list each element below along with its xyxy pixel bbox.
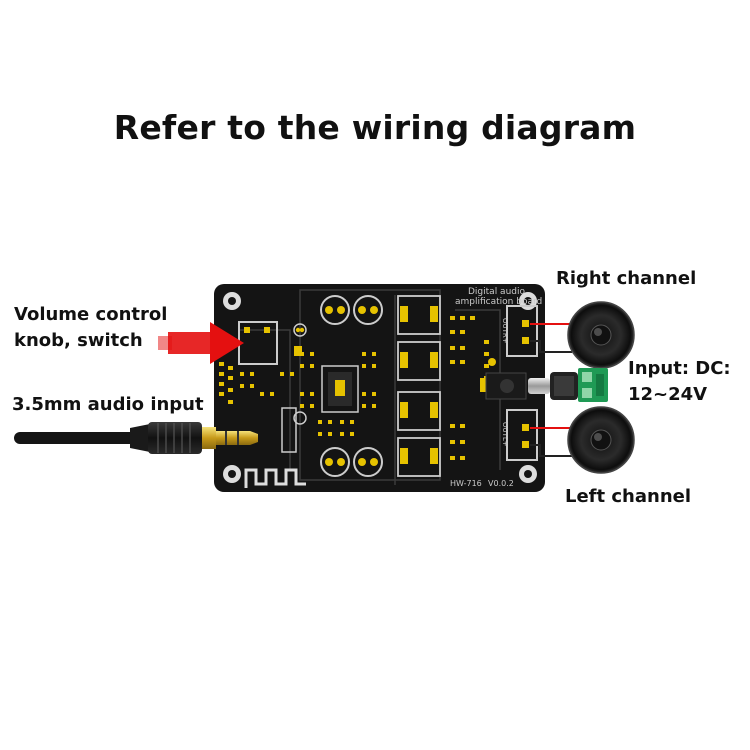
left-speaker-terminal — [506, 409, 538, 461]
volume-label-line1: Volume control — [14, 304, 168, 325]
right-speaker-terminal — [506, 305, 538, 357]
volume-label-line2: knob, switch — [14, 330, 143, 351]
bluetooth-antenna — [244, 468, 306, 488]
volume-control-label: Volume control knob, switch — [14, 302, 204, 354]
board-model: HW-716 — [450, 479, 482, 488]
speaker-wires — [530, 323, 572, 457]
audio-input-label: 3.5mm audio input — [12, 394, 204, 415]
capacitor-top-left — [320, 295, 350, 325]
dc-plug-icon — [528, 368, 608, 402]
audio-plug-icon — [14, 422, 258, 454]
dc-input-label: Input: DC: 12~24V — [628, 356, 748, 408]
amplifier-chip — [321, 365, 359, 413]
page-title: Refer to the wiring diagram — [113, 108, 637, 147]
dc-power-jack — [485, 372, 527, 400]
capacitor-top-right — [353, 295, 383, 325]
board-out-right: OUTR+ — [501, 318, 509, 344]
capacitor-bottom-right — [353, 447, 383, 477]
dc-input-label-line2: 12~24V — [628, 384, 708, 405]
speaker-icon — [567, 406, 635, 474]
board-version: V0.0.2 — [488, 479, 514, 488]
inductors — [397, 295, 441, 477]
board-out-left: OUTL+ — [501, 422, 509, 447]
speaker-icon — [567, 301, 635, 369]
dc-input-label-line1: Input: DC: — [628, 358, 731, 379]
board-brand-line2: amplification board — [455, 297, 542, 307]
smd-pads — [219, 316, 489, 460]
capacitor-bottom-left — [320, 447, 350, 477]
right-channel-label: Right channel — [556, 268, 697, 289]
volume-arrow-icon — [158, 322, 244, 364]
board-brand-line1: Digital audio — [468, 287, 525, 297]
left-channel-label: Left channel — [565, 486, 692, 507]
amplifier-board: Digital audio amplification board HW-716… — [214, 284, 545, 492]
